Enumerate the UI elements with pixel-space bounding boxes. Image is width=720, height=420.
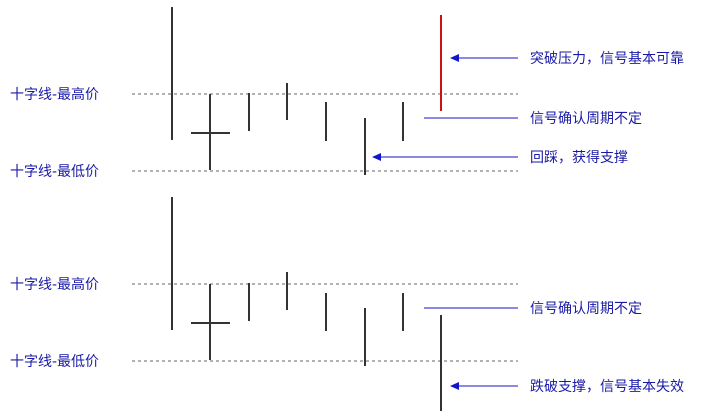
top-low-label: 十字线-最低价 — [10, 164, 99, 180]
bottom-panel: 十字线-最高价 十字线-最低价 信号确认周期不定 跌破支撑，信号基本失效 — [10, 197, 684, 411]
bottom-annotation-confirm: 信号确认周期不定 — [530, 301, 642, 317]
top-panel: 十字线-最高价 十字线-最低价 突破压力，信号基本可靠 信号确认周期不定 回踩，… — [10, 7, 684, 180]
bottom-annotation-break: 跌破支撑，信号基本失效 — [530, 378, 684, 395]
top-high-label: 十字线-最高价 — [10, 86, 99, 103]
bottom-low-label: 十字线-最低价 — [10, 354, 99, 370]
top-annotation-confirm: 信号确认周期不定 — [530, 111, 642, 127]
top-annotation-breakout: 突破压力，信号基本可靠 — [530, 50, 684, 67]
bottom-high-label: 十字线-最高价 — [10, 276, 99, 293]
top-annotation-support: 回踩，获得支撑 — [530, 149, 628, 166]
